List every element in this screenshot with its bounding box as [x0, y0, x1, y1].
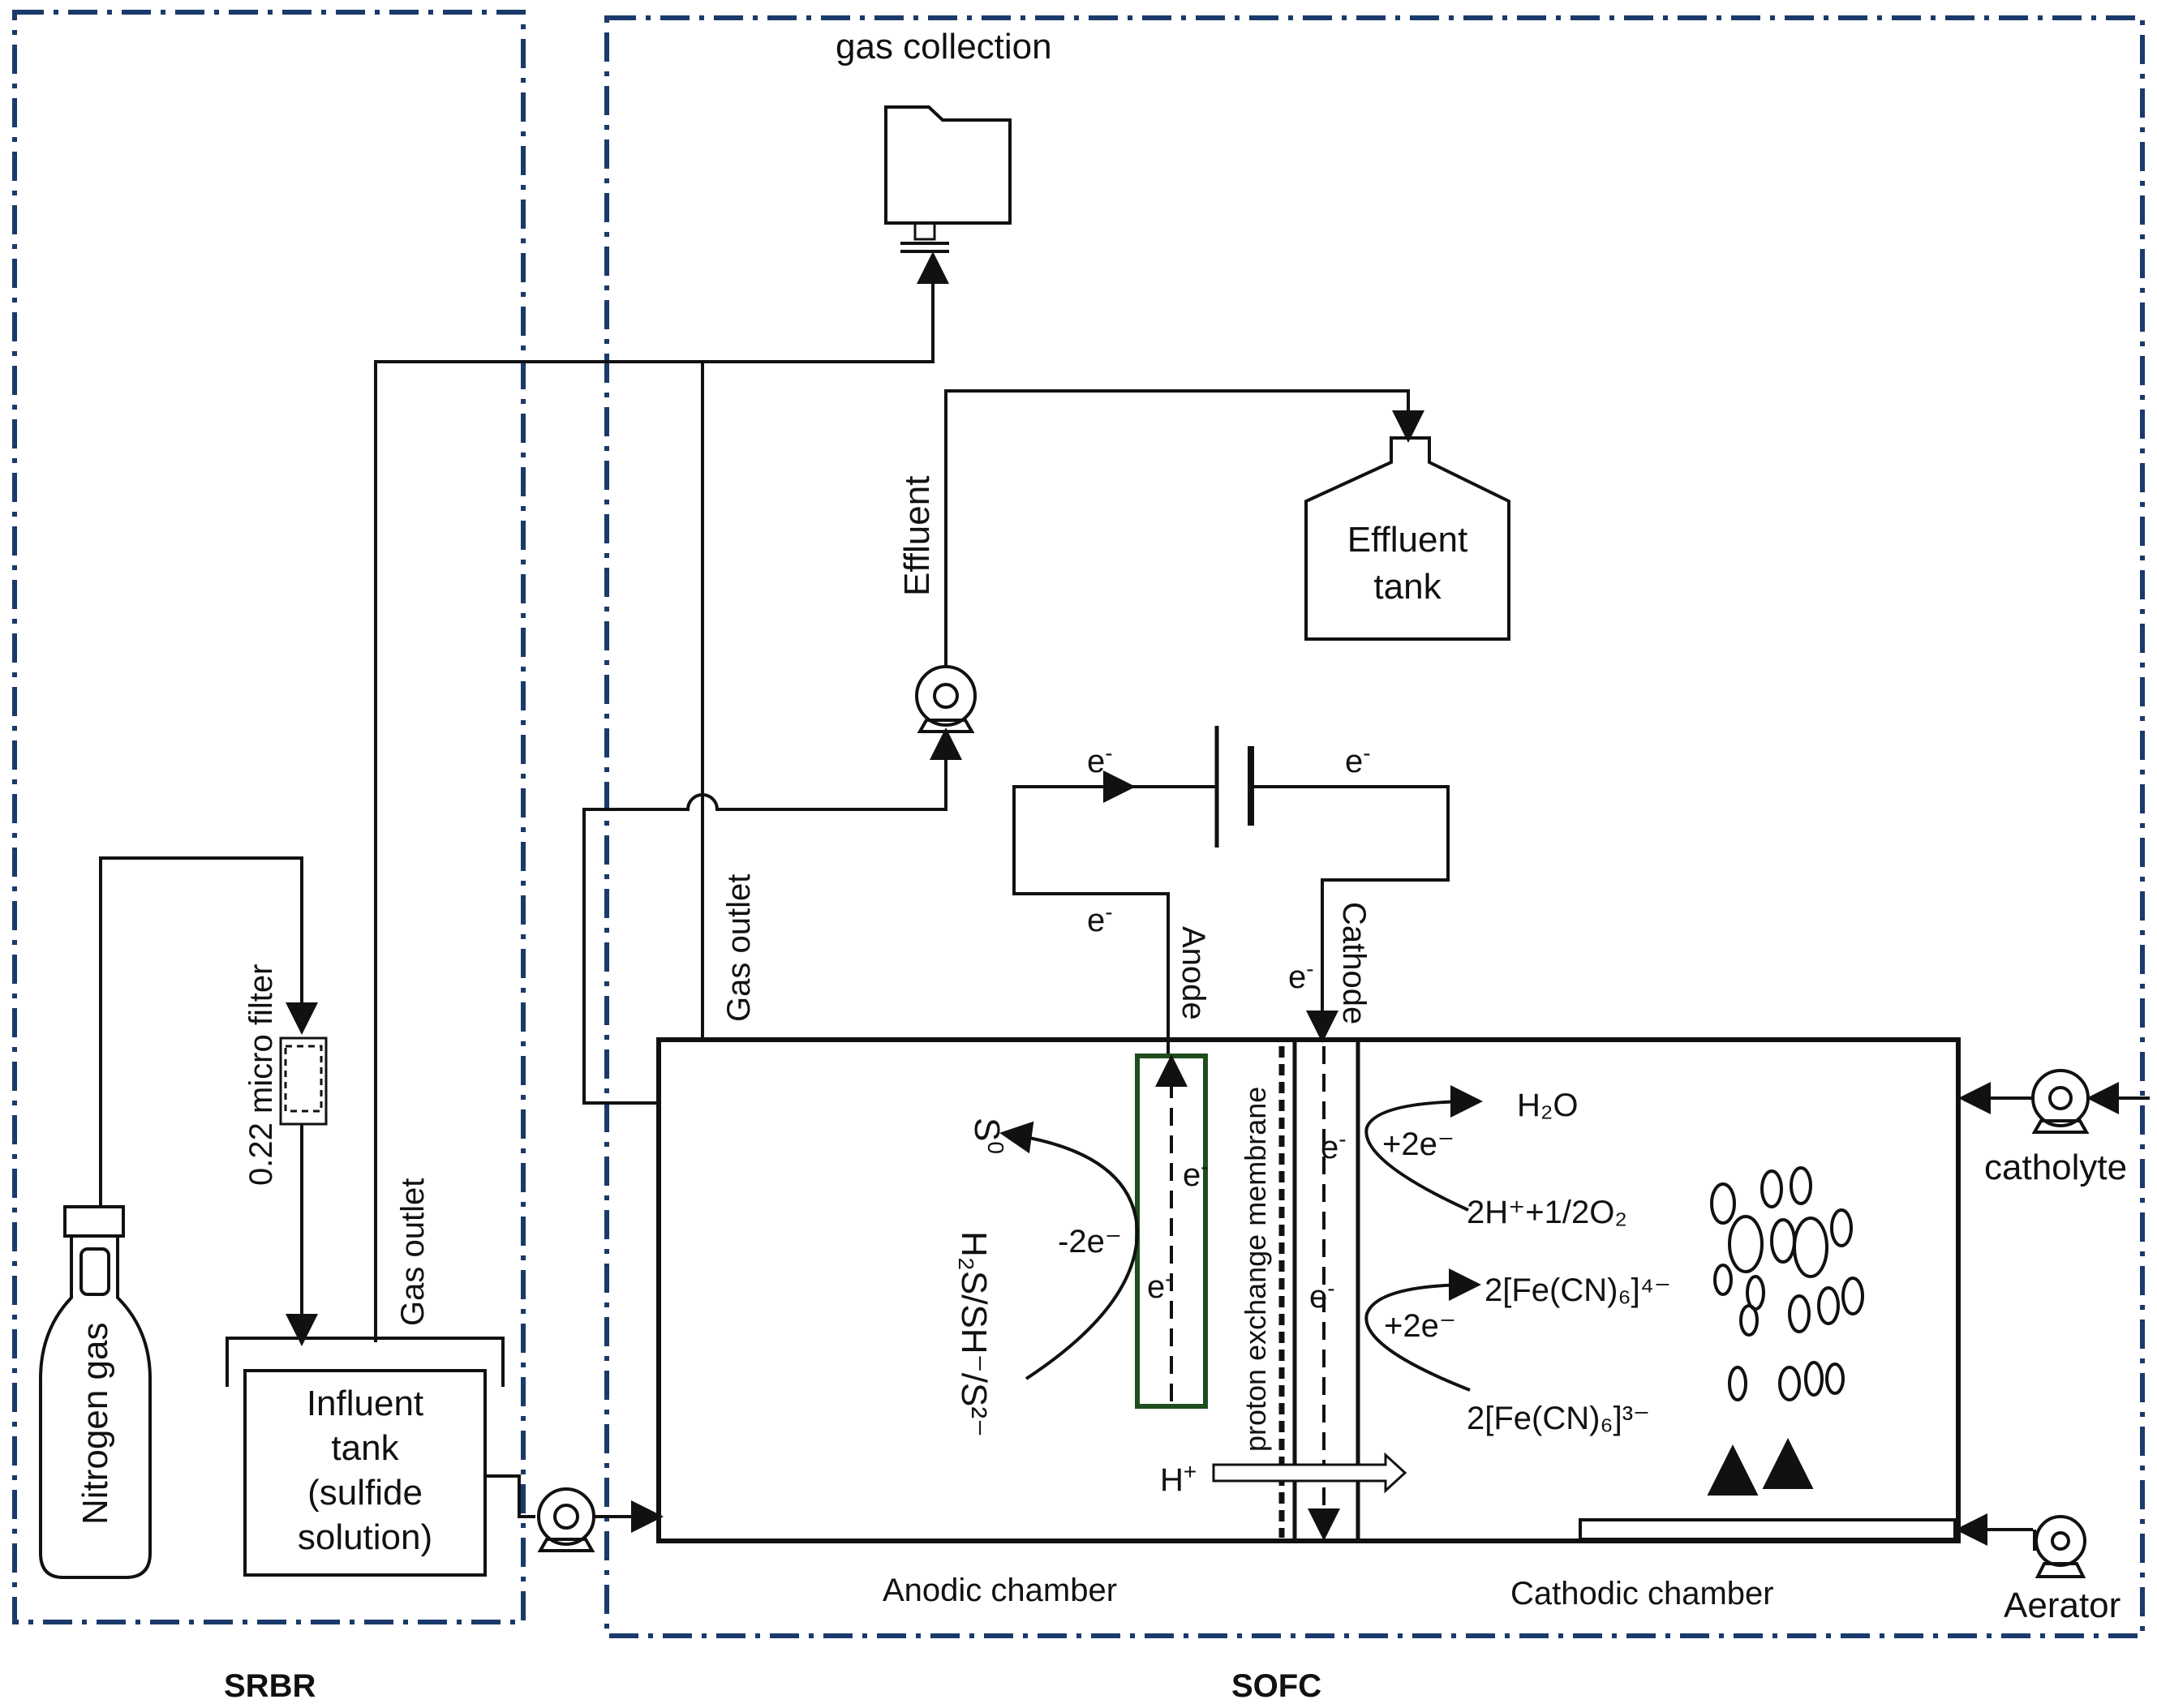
oxygen-reduction-arrow — [1364, 1085, 1483, 1212]
ferrocyanide-label: 2[Fe(CN)₆]⁴⁻ — [1485, 1272, 1671, 1308]
micro-filter — [279, 1036, 328, 1126]
proton-label: H+ — [1160, 1459, 1197, 1498]
cathode-label: Cathode — [1336, 902, 1372, 1024]
aeration-bubbles — [1710, 1166, 1864, 1401]
s0-label: S0 — [967, 1118, 1008, 1154]
effluent-line — [944, 389, 1424, 667]
catholyte-pump-icon — [2031, 1069, 2090, 1134]
electron-label-anode-wire: e- — [1087, 899, 1113, 938]
sofc-gas-outlet-label: Gas outlet — [721, 874, 757, 1022]
cathodic-chamber-label: Cathodic chamber — [1510, 1576, 1774, 1611]
cathode-wire — [1251, 785, 1450, 1043]
gas-collection-bag — [884, 105, 1012, 253]
gas-header-pipe — [374, 251, 949, 1342]
electron-label-anode-lower: e- — [1147, 1266, 1173, 1305]
effluent-tank-line2: tank — [1373, 567, 1442, 607]
anode-label: Anode — [1175, 926, 1211, 1020]
sofc-boundary — [604, 15, 2145, 1638]
electron-label-cathode-upper: e- — [1321, 1127, 1347, 1165]
srbr-boundary — [12, 10, 526, 1624]
influent-tank-line2: tank — [331, 1428, 399, 1468]
effluent-flow-label: Effluent — [897, 476, 937, 596]
nitrogen-line — [99, 856, 318, 1207]
srbr-region-label: SRBR — [224, 1668, 316, 1704]
gas-collection-label: gas collection — [836, 27, 1052, 67]
electron-label-anode-upper: e- — [1183, 1154, 1209, 1193]
srbr-gas-outlet-label: Gas outlet — [395, 1178, 431, 1326]
oxygen-reaction-label: 2H⁺+1/2O₂ — [1467, 1195, 1627, 1230]
catholyte-label: catholyte — [1984, 1148, 2127, 1187]
minus-2e-label: -2e⁻ — [1058, 1224, 1122, 1260]
micro-filter-label: 0.22 micro filter — [243, 964, 279, 1186]
aerator-blower-icon — [2033, 1515, 2086, 1578]
aerator-diffuser — [1579, 1518, 1957, 1541]
sulfide-species-label: H₂S/SH⁻/S²⁻ — [954, 1231, 994, 1437]
influent-feed-line — [485, 1474, 535, 1518]
plus-2e-label-upper: +2e⁻ — [1382, 1127, 1454, 1162]
reactor-cell — [656, 1037, 1961, 1543]
effluent-tank-line1: Effluent — [1347, 520, 1467, 560]
influent-pump-icon — [537, 1487, 595, 1552]
nitrogen-gas-label: Nitrogen gas — [75, 1323, 115, 1525]
nitrogen-gas-bottle — [39, 1205, 152, 1579]
electron-label-cathode-wire: e- — [1288, 956, 1314, 995]
influent-tank — [226, 1337, 505, 1577]
ferricyanide-label: 2[Fe(CN)₆]³⁻ — [1467, 1401, 1650, 1436]
influent-tank-line1: Influent — [307, 1384, 423, 1423]
proton-transfer-arrow — [1212, 1452, 1407, 1494]
electron-label-cathode-lower: e- — [1309, 1276, 1335, 1315]
electron-label-top-left: e- — [1087, 740, 1113, 779]
effluent-pump-icon — [915, 665, 977, 733]
effluent-tank — [1304, 436, 1510, 641]
anodic-chamber-label: Anodic chamber — [883, 1573, 1117, 1608]
aerator-label: Aerator — [2004, 1586, 2120, 1625]
h2o-label: H₂O — [1517, 1088, 1579, 1123]
influent-tank-line3: (sulfide — [307, 1473, 423, 1513]
effluent-pipe — [582, 727, 962, 1105]
plus-2e-label-lower: +2e⁻ — [1384, 1308, 1456, 1344]
ferricyanide-reduction-arrow — [1364, 1268, 1481, 1392]
sofc-region-label: SOFC — [1231, 1668, 1321, 1704]
influent-tank-line4: solution) — [298, 1517, 432, 1557]
anode-oxidation-arrow — [999, 1121, 1140, 1380]
membrane-label: proton exchange membrane — [1239, 1087, 1272, 1452]
electron-label-top-right: e- — [1345, 740, 1371, 779]
rising-bubble-arrows — [1707, 1438, 1814, 1496]
anode-wire — [1012, 770, 1170, 1056]
